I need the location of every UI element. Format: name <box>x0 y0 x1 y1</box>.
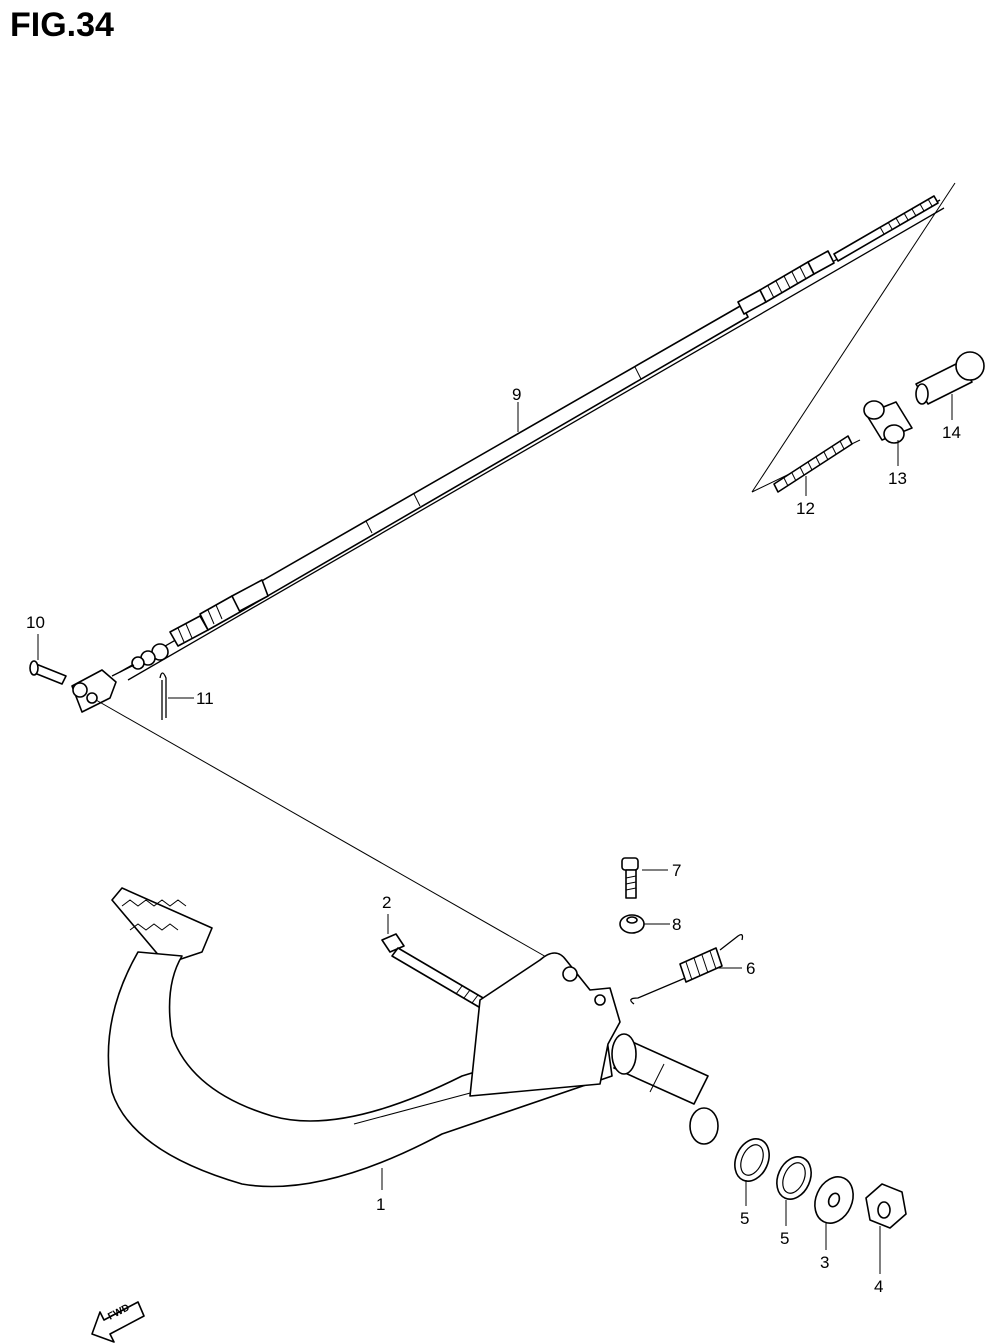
reference-lines <box>95 182 956 959</box>
callout-7: 7 <box>672 861 681 880</box>
cotter-pin <box>159 672 167 720</box>
callout-labels: 9 10 11 12 13 14 7 8 6 2 1 5 5 3 4 <box>26 385 961 1296</box>
figure-title: FIG.34 <box>10 6 114 44</box>
joint-pin <box>915 351 985 405</box>
pedal-nut <box>865 1183 907 1229</box>
washer <box>814 1176 854 1224</box>
brake-cable <box>71 195 945 713</box>
callout-6: 6 <box>746 959 755 978</box>
nut-small <box>619 914 645 934</box>
callout-3: 3 <box>820 1253 829 1272</box>
callout-5-left: 5 <box>740 1209 749 1228</box>
o-rings <box>734 1138 812 1200</box>
callout-5-right: 5 <box>780 1229 789 1248</box>
callout-2: 2 <box>382 893 391 912</box>
callout-11: 11 <box>196 689 214 708</box>
callout-8: 8 <box>672 915 681 934</box>
brake-pedal <box>107 887 719 1188</box>
bolt-small <box>621 857 639 899</box>
cable-lower-boot <box>111 579 269 677</box>
cable-joint <box>863 400 913 444</box>
clevis-pin <box>29 660 67 685</box>
return-spring-small <box>773 435 853 493</box>
return-spring-pedal <box>630 934 744 1005</box>
callout-1: 1 <box>376 1195 385 1214</box>
fwd-arrow-icon: FWD <box>91 1301 145 1343</box>
callout-13: 13 <box>888 469 907 488</box>
cable-clevis <box>71 669 117 713</box>
callout-leaders <box>37 394 953 1274</box>
callout-10: 10 <box>26 613 45 632</box>
callout-12: 12 <box>796 499 815 518</box>
cable-upper-boot <box>737 195 939 315</box>
callout-14: 14 <box>942 423 961 442</box>
callout-9: 9 <box>512 385 521 404</box>
pivot-bolt <box>381 933 491 1011</box>
callout-4: 4 <box>874 1277 883 1296</box>
